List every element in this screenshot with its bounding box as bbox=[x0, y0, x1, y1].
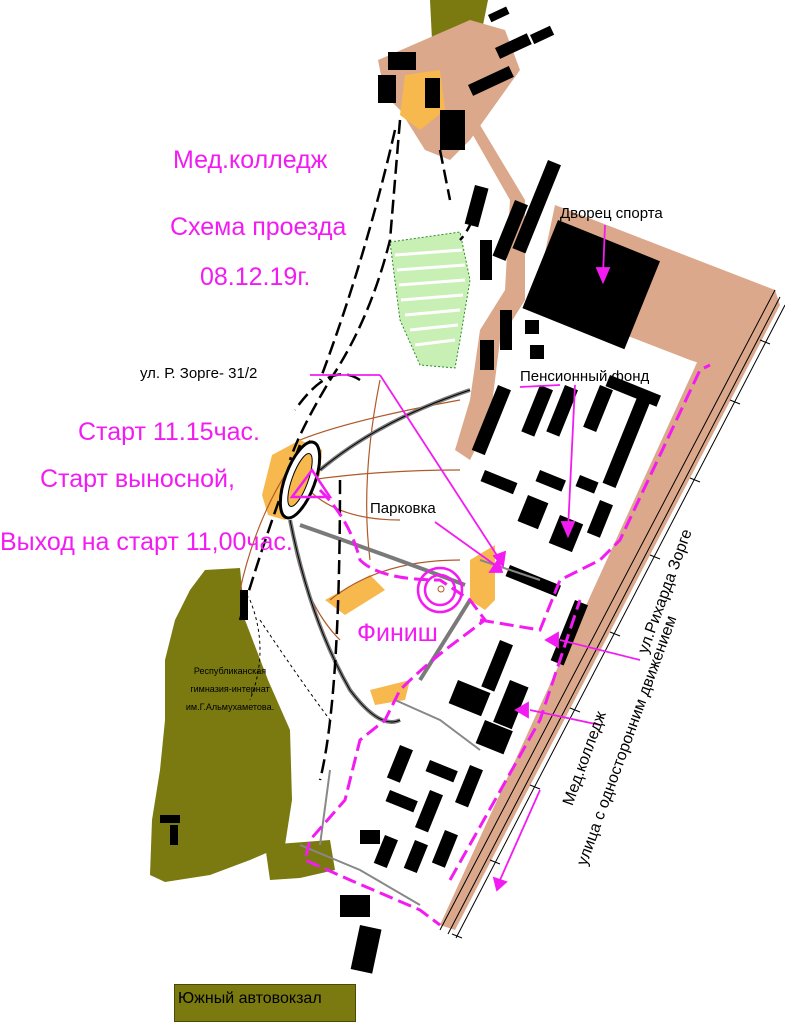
olive-area-gymnasium bbox=[150, 568, 292, 882]
bus-station-box bbox=[174, 984, 356, 1022]
olive-area-bottom bbox=[265, 840, 335, 880]
orange-area-1 bbox=[325, 575, 385, 615]
exit-to-start-label: Выход на старт 11,00час. bbox=[0, 528, 293, 556]
buildings bbox=[160, 6, 661, 974]
orange-area-2 bbox=[370, 680, 410, 705]
parking-label: Парковка bbox=[370, 500, 436, 517]
start-triangle bbox=[289, 467, 333, 499]
start-main-label: Старт 11.15час. bbox=[78, 418, 260, 446]
paved-right-path bbox=[455, 125, 525, 460]
map-title: Мед.колледж bbox=[173, 146, 328, 174]
bus-station-label: Южный автовокзал bbox=[178, 990, 322, 1007]
map-date: 08.12.19г. bbox=[200, 263, 311, 291]
map-subtitle: Схема проезда bbox=[170, 213, 347, 241]
pension-fund-label: Пенсионный фонд bbox=[520, 368, 650, 385]
finish-label: Финиш bbox=[357, 619, 438, 647]
address-label: ул. Р. Зорге- 31/2 bbox=[140, 365, 258, 382]
sports-palace-label: Дворец спорта bbox=[560, 205, 663, 222]
orange-area-3 bbox=[470, 545, 495, 610]
road-strip bbox=[440, 290, 780, 930]
finish-circle bbox=[416, 566, 464, 614]
start-remote-label: Старт выносной, bbox=[40, 465, 235, 493]
gymnasium-label: Республиканская гимназия-интернат им.Г.А… bbox=[185, 666, 275, 712]
